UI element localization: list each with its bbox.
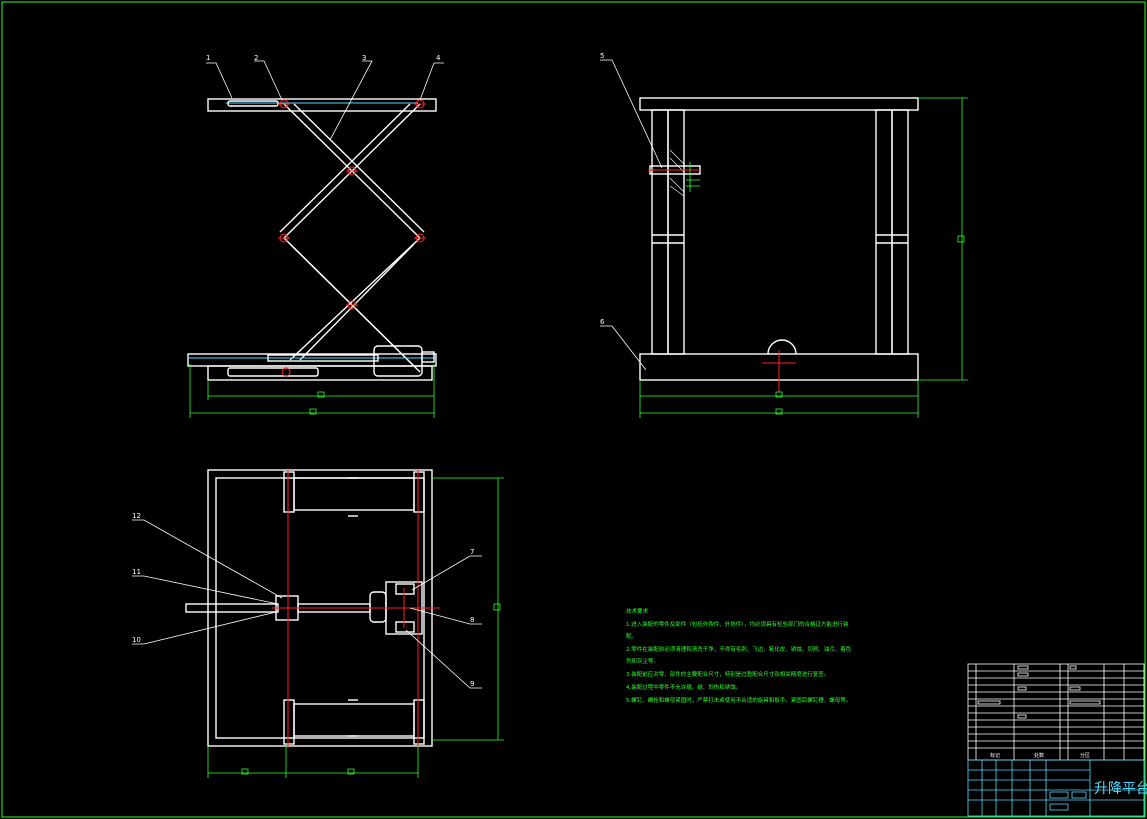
tech-note-line: 4.装配过程中零件不允许磕、碰、划伤和锈蚀。 <box>626 683 741 691</box>
callout-12: 12 <box>132 512 141 520</box>
callout-3: 3 <box>362 54 366 62</box>
tech-note-line: 剂和灰尘等。 <box>626 657 659 665</box>
title-block <box>967 759 1145 817</box>
side-view-dimensions <box>639 97 968 418</box>
parts-list-col-2: 分区 <box>1080 752 1090 759</box>
top-view-centerlines <box>272 470 440 748</box>
parts-list-col-0: 标记 <box>990 752 1000 759</box>
parts-list-footer: 标记 处数 分区 <box>990 752 1090 759</box>
callout-8: 8 <box>470 616 474 624</box>
top-view-dimensions <box>207 477 504 778</box>
callout-4: 4 <box>436 54 441 62</box>
callout-1: 1 <box>206 54 210 62</box>
tech-note-line: 配。 <box>626 633 637 640</box>
parts-list-col-1: 处数 <box>1034 752 1044 759</box>
callout-2: 2 <box>254 54 258 62</box>
tech-note-line: 3.装配前应对零、部件的主要配合尺寸，特别是过盈配合尺寸及相关精度进行复查。 <box>626 670 829 678</box>
side-view-leaders <box>600 59 663 371</box>
front-view-leaders <box>206 60 444 141</box>
top-view-leaders <box>132 519 482 689</box>
drawing-title: 升降平台 <box>1094 781 1147 797</box>
parts-list <box>967 663 1145 761</box>
side-view-centerlines <box>648 169 796 392</box>
callout-7: 7 <box>470 548 474 556</box>
front-view-pivots <box>278 99 426 377</box>
callout-6: 6 <box>600 318 605 326</box>
callout-5: 5 <box>600 52 604 60</box>
tech-note-line: 5.螺钉、螺栓和螺母紧固时，严禁打击或使用不合适的旋具和扳手。紧固后螺钉槽、螺母… <box>626 696 851 704</box>
tech-note-line: 1.进入装配的零件及部件（包括外购件、外协件），均必须具有检验部门的合格证方能进… <box>626 620 849 628</box>
callout-11: 11 <box>132 568 141 576</box>
callout-9: 9 <box>470 680 474 688</box>
tech-note-line: 2.零件在装配前必须清理和清洗干净，不得有毛刺、飞边、氧化皮、锈蚀、切屑、油污、… <box>626 645 852 653</box>
front-view-dimensions <box>189 364 435 418</box>
callout-10: 10 <box>132 636 141 644</box>
tech-notes-heading: 技术要求 <box>626 607 649 615</box>
tech-notes: 技术要求 1.进入装配的零件及部件（包括外购件、外协件），均必须具有检验部门的合… <box>626 607 852 704</box>
